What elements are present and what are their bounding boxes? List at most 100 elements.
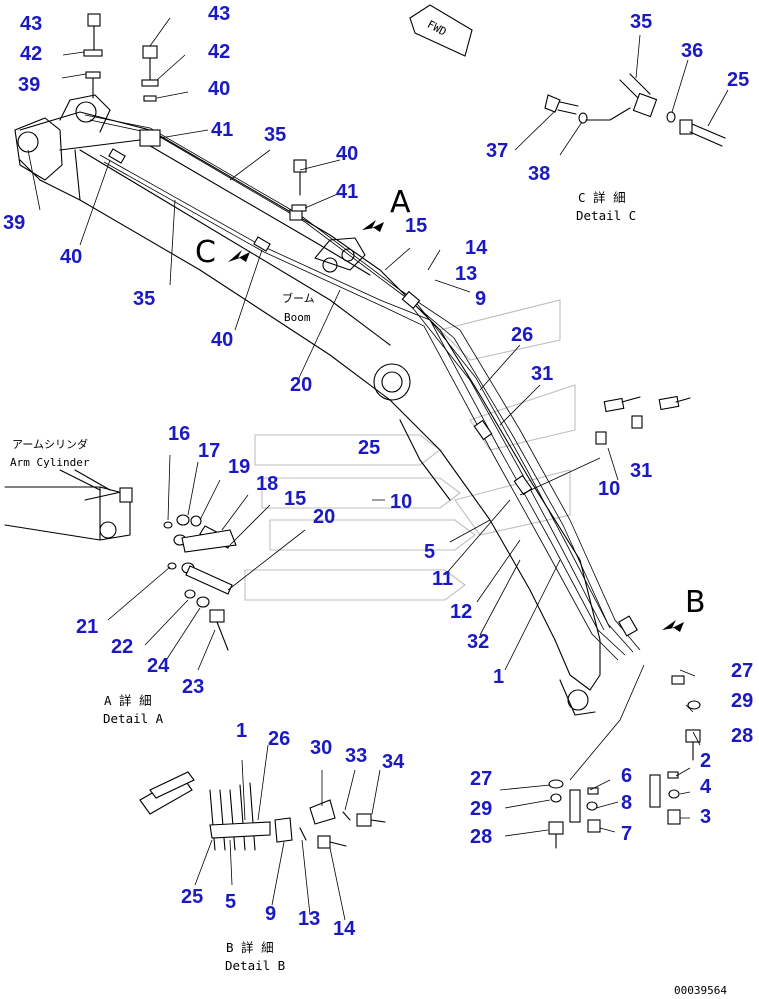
boom-label-en: Boom: [284, 311, 311, 324]
callout-39: 39: [18, 74, 40, 96]
callout-14: 14: [465, 237, 488, 259]
callout-11: 11: [432, 568, 453, 590]
callout-38: 38: [528, 163, 550, 185]
detail-a-caption-jp: A 詳 細: [104, 693, 152, 708]
callout-39: 39: [3, 212, 25, 234]
view-a-arrow-icon: [362, 220, 384, 232]
callout-17: 17: [198, 440, 220, 462]
view-c-letter: C: [195, 235, 216, 270]
callout-28: 28: [731, 725, 753, 747]
detail-c-caption-jp: C 詳 細: [578, 190, 626, 205]
view-a-letter: A: [390, 185, 411, 220]
callout-42: 42: [20, 43, 42, 65]
callout-5: 5: [424, 541, 435, 563]
callout-25: 25: [727, 69, 749, 91]
callout-33: 33: [345, 745, 367, 767]
callout-32: 32: [467, 631, 489, 653]
view-a-marker: A: [362, 185, 411, 232]
detail-c-caption-en: Detail C: [576, 208, 636, 223]
callout-23: 23: [182, 676, 204, 698]
callout-12: 12: [450, 601, 472, 623]
callout-21: 21: [76, 616, 98, 638]
callout-31: 31: [630, 460, 652, 482]
callout-37: 37: [486, 140, 508, 162]
view-b-letter: B: [685, 585, 706, 620]
callout-27: 27: [470, 768, 492, 790]
boom-body: [14, 94, 601, 716]
callout-10: 10: [598, 478, 620, 500]
callout-8: 8: [621, 792, 632, 814]
callout-16: 16: [168, 423, 190, 445]
callout-2: 2: [700, 750, 711, 772]
callout-40: 40: [60, 246, 82, 268]
callout-19: 19: [228, 456, 250, 478]
detail-b-lower-parts: [139, 771, 386, 851]
callout-22: 22: [111, 636, 133, 658]
callout-13: 13: [298, 908, 320, 930]
detail-captions: C 詳 細 Detail C A 詳 細 Detail A B 詳 細 Deta…: [103, 190, 636, 973]
detail-c-parts: [544, 73, 726, 147]
callout-31: 31: [531, 363, 553, 385]
callout-26: 26: [511, 324, 533, 346]
callout-18: 18: [256, 473, 278, 495]
callout-40: 40: [336, 143, 358, 165]
callout-7: 7: [621, 823, 632, 845]
arm-cylinder-label-jp: アームシリンダ: [12, 437, 88, 451]
callout-20: 20: [313, 506, 335, 528]
callout-1: 1: [236, 720, 247, 742]
callout-26: 26: [268, 728, 290, 750]
callout-42: 42: [208, 41, 230, 63]
callout-9: 9: [475, 288, 486, 310]
callout-40: 40: [211, 329, 233, 351]
callout-43: 43: [20, 13, 42, 35]
callout-30: 30: [310, 737, 332, 759]
callout-3: 3: [700, 806, 711, 828]
callout-20: 20: [290, 374, 312, 396]
top-bolt-stack: [83, 13, 307, 212]
callout-40: 40: [208, 78, 230, 100]
detail-b-caption-jp: B 詳 細: [226, 940, 274, 955]
callout-9: 9: [265, 903, 276, 925]
leader-lines: [27, 17, 729, 921]
callout-25: 25: [358, 437, 380, 459]
callout-35: 35: [264, 124, 286, 146]
arm-cylinder-label-en: Arm Cylinder: [10, 456, 90, 469]
callout-numbers: 43 42 39 43 42 40 41 35 40 41 39 40 35 4…: [3, 3, 753, 940]
callout-35: 35: [133, 288, 155, 310]
watermark-arrows: [244, 299, 576, 601]
callout-6: 6: [621, 765, 632, 787]
callout-28: 28: [470, 826, 492, 848]
callout-10: 10: [390, 491, 412, 513]
fwd-arrow-icon: FWD: [409, 4, 473, 57]
hose-lines: [84, 114, 641, 661]
view-c-arrow-icon: [228, 250, 250, 262]
callout-15: 15: [405, 215, 427, 237]
callout-5: 5: [225, 891, 236, 913]
callout-29: 29: [731, 690, 753, 712]
callout-41: 41: [211, 119, 233, 141]
callout-34: 34: [382, 751, 405, 773]
callout-29: 29: [470, 798, 492, 820]
view-b-marker: B: [662, 585, 706, 632]
callout-36: 36: [681, 40, 703, 62]
callout-24: 24: [147, 655, 170, 677]
callout-1: 1: [493, 666, 504, 688]
callout-4: 4: [700, 776, 712, 798]
callout-13: 13: [455, 263, 477, 285]
callout-15: 15: [284, 488, 306, 510]
callout-43: 43: [208, 3, 230, 25]
detail-b-caption-en: Detail B: [225, 958, 285, 973]
detail-a-parts: [163, 514, 237, 651]
view-c-marker: C: [195, 235, 250, 270]
callout-41: 41: [336, 181, 358, 203]
drawing-number: 00039564: [674, 984, 727, 997]
callout-25: 25: [181, 886, 203, 908]
detail-a-caption-en: Detail A: [103, 711, 164, 726]
view-b-arrow-icon: [662, 620, 684, 632]
arm-cylinder: [4, 469, 133, 541]
callout-35: 35: [630, 11, 652, 33]
boom-label-jp: ブーム: [282, 291, 315, 305]
callout-27: 27: [731, 660, 753, 682]
